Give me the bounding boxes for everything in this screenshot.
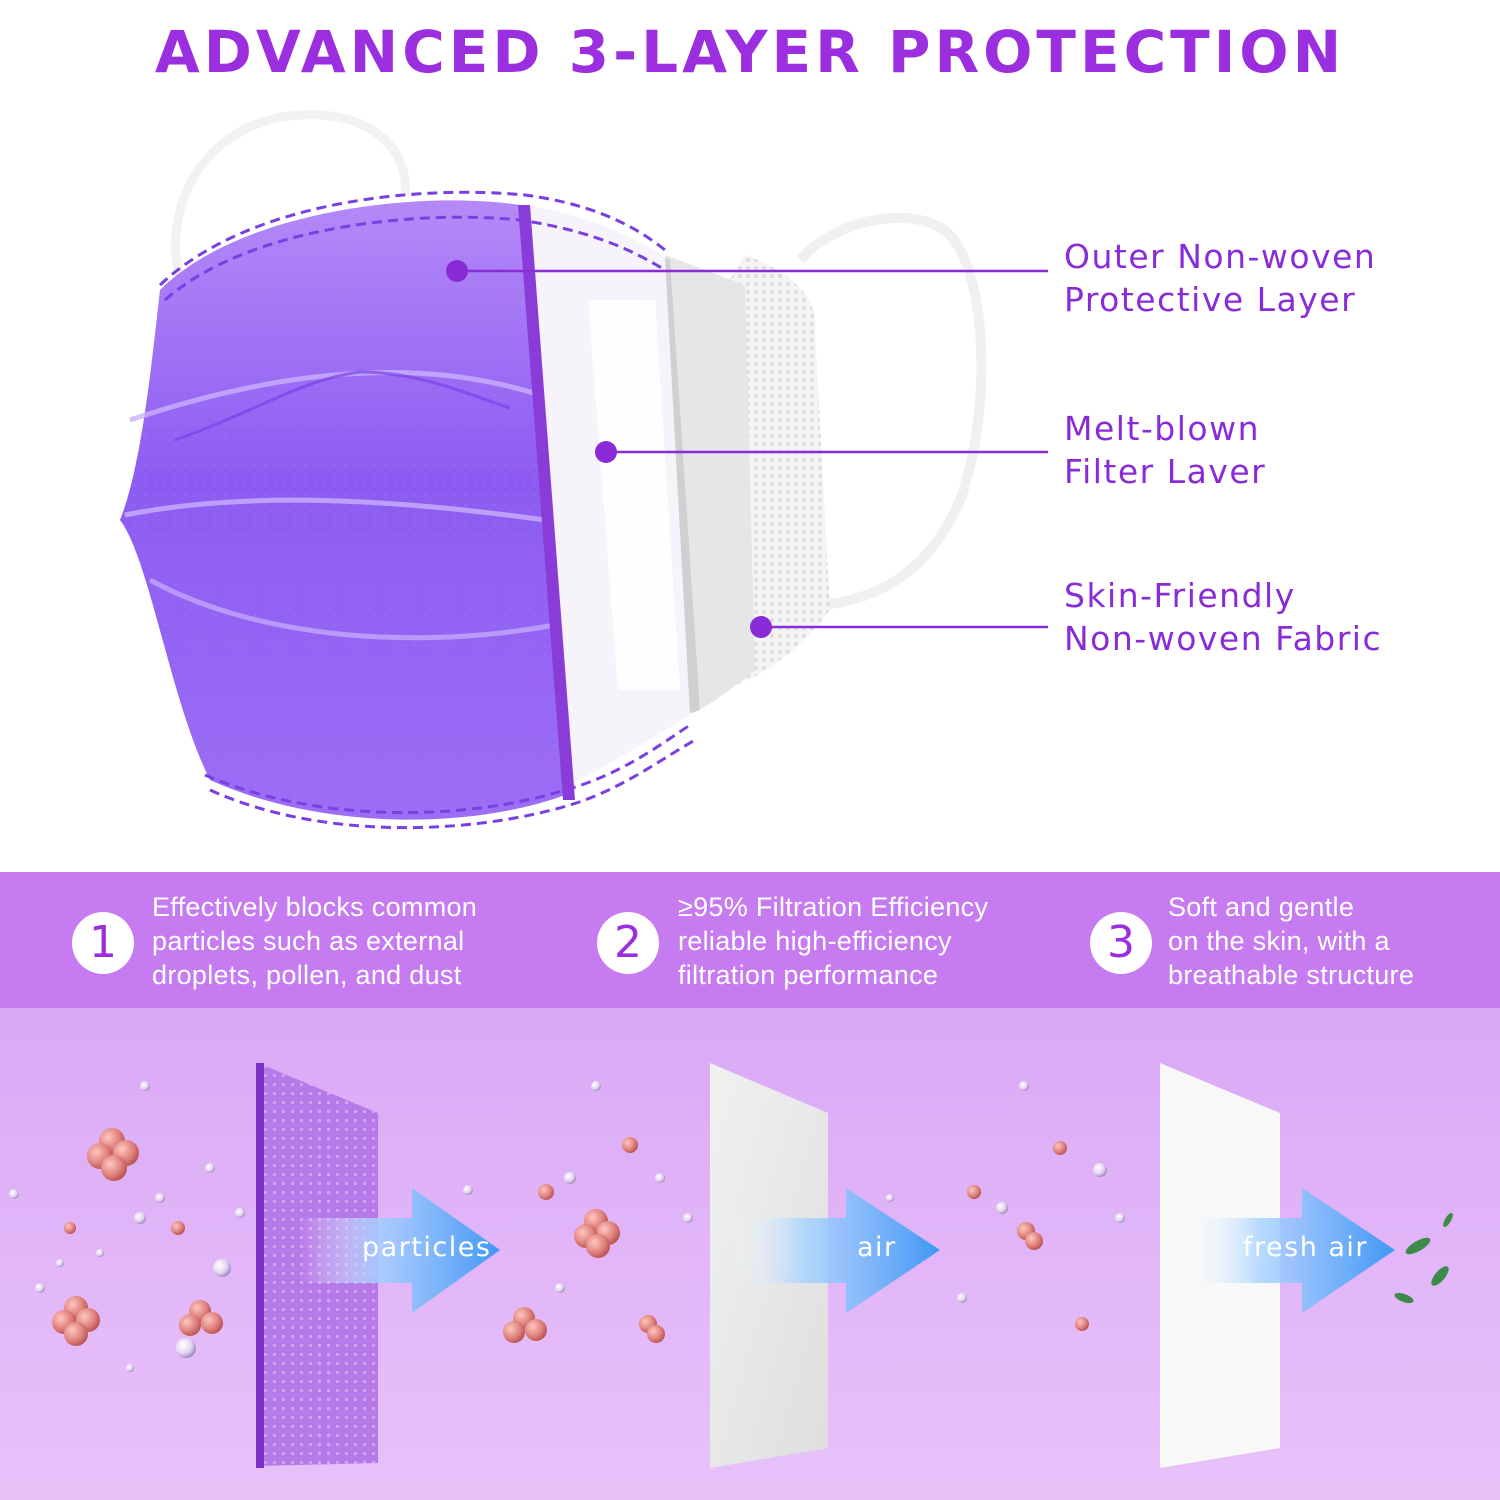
mask-illustration bbox=[120, 110, 1048, 830]
feature-description: Soft and gentle on the skin, with a brea… bbox=[1168, 890, 1414, 992]
feature-line: on the skin, with a bbox=[1168, 926, 1390, 956]
page-title: ADVANCED 3-LAYER PROTECTION bbox=[154, 18, 1346, 86]
leaf-icon bbox=[1394, 1212, 1453, 1304]
feature-3: 3 Soft and gentle on the skin, with a br… bbox=[1090, 872, 1490, 1008]
features-band: 1 Effectively blocks common particles su… bbox=[0, 872, 1500, 1008]
feature-line: droplets, pollen, and dust bbox=[152, 960, 462, 990]
layer-label-line: Non-woven Fabric bbox=[1064, 619, 1383, 658]
layer-label-line: Skin-Friendly bbox=[1064, 576, 1296, 615]
feature-description: Effectively blocks common particles such… bbox=[152, 890, 477, 992]
particle-cluster-icon bbox=[52, 1128, 1089, 1346]
feature-number-badge: 3 bbox=[1090, 912, 1152, 974]
layer-label-line: Protective Layer bbox=[1064, 280, 1357, 319]
layer-label-meltblown: Melt-blown Filter Laver bbox=[1064, 407, 1266, 493]
feature-line: Effectively blocks common bbox=[152, 892, 478, 922]
layer-label-line: Filter Laver bbox=[1064, 452, 1267, 491]
arrow-icon bbox=[728, 1188, 940, 1313]
feature-line: breathable structure bbox=[1168, 960, 1415, 990]
flow-label-fresh-air: fresh air bbox=[1243, 1232, 1369, 1263]
feature-line: particles such as external bbox=[152, 926, 465, 956]
layer-label-line: Outer Non-woven bbox=[1064, 237, 1377, 276]
flow-label-air: air bbox=[857, 1232, 897, 1263]
feature-description: ≥95% Filtration Efficiency reliable high… bbox=[678, 890, 988, 992]
layer-label-outer: Outer Non-woven Protective Layer bbox=[1064, 235, 1376, 321]
feature-1: 1 Effectively blocks common particles su… bbox=[72, 872, 522, 1008]
feature-number-badge: 1 bbox=[72, 912, 134, 974]
filtration-illustration bbox=[9, 1063, 1453, 1468]
layer-label-line: Melt-blown bbox=[1064, 409, 1261, 448]
droplet-icon bbox=[9, 1081, 1125, 1372]
flow-label-particles: particles bbox=[362, 1232, 492, 1263]
arrow-icon bbox=[1185, 1188, 1395, 1313]
layer-label-inner: Skin-Friendly Non-woven Fabric bbox=[1064, 574, 1382, 660]
feature-line: ≥95% Filtration Efficiency bbox=[678, 892, 989, 922]
feature-number-badge: 2 bbox=[597, 912, 659, 974]
feature-line: Soft and gentle bbox=[1168, 892, 1355, 922]
feature-line: filtration performance bbox=[678, 960, 939, 990]
arrow-icon bbox=[300, 1188, 500, 1313]
right-ear-loop bbox=[796, 212, 987, 610]
feature-line: reliable high-efficiency bbox=[678, 926, 952, 956]
feature-2: 2 ≥95% Filtration Efficiency reliable hi… bbox=[597, 872, 1047, 1008]
left-ear-loop bbox=[171, 110, 410, 282]
